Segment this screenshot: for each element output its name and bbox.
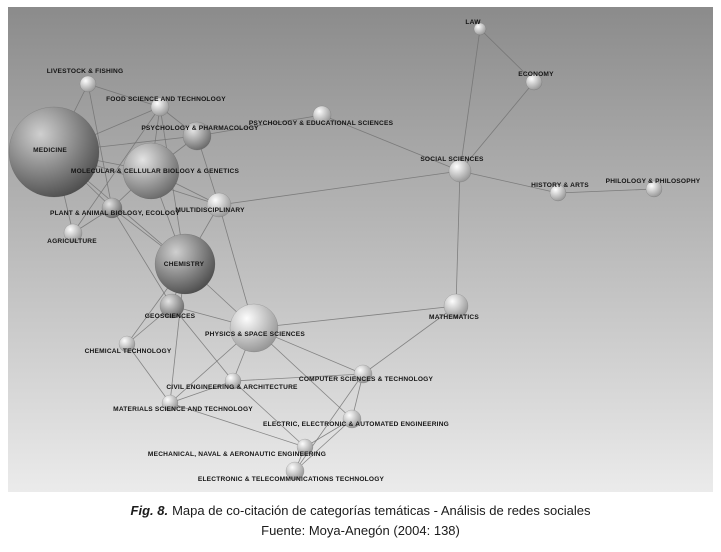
network-node-agri	[63, 223, 83, 243]
network-node-electric	[342, 409, 362, 429]
network-node-plant	[101, 197, 123, 219]
node-label-law: LAW	[465, 19, 481, 26]
network-edge-civil-materials	[169, 380, 234, 404]
network-edge-electric-mechanical	[304, 418, 353, 448]
network-edge-civil-computer	[232, 373, 364, 382]
node-label-mechanical: MECHANICAL, NAVAL & AERONAUTIC ENGINEERI…	[148, 451, 326, 458]
network-edge-plant-geo	[111, 207, 173, 307]
node-label-physics: PHYSICS & SPACE SCIENCES	[205, 331, 305, 338]
network-node-civil	[224, 372, 242, 390]
node-label-civil: CIVIL ENGINEERING & ARCHITECTURE	[166, 384, 298, 391]
network-edge-materials-mechanical	[169, 402, 306, 448]
network-background	[8, 7, 713, 492]
node-label-geo: GEOSCIENCES	[145, 313, 196, 320]
network-edge-social-law	[459, 28, 481, 172]
network-edge-physics-math	[253, 305, 457, 329]
node-label-math: MATHEMATICS	[429, 314, 479, 321]
node-label-telecom: ELECTRONIC & TELECOMMUNICATIONS TECHNOLO…	[198, 476, 385, 483]
network-node-social	[448, 159, 472, 183]
node-label-livestock: LIVESTOCK & FISHING	[47, 68, 124, 75]
node-label-molbio: MOLECULAR & CELLULAR BIOLOGY & GENETICS	[71, 168, 240, 175]
network-node-mechanical	[296, 438, 314, 456]
labels-layer: MEDICINE CHEMISTRY MOLECULAR & CELLULAR BI…	[33, 19, 701, 483]
caption-source: Fuente: Moya-Anegón (2004: 138)	[261, 523, 460, 538]
network-edge-electric-telecom	[294, 418, 353, 472]
network-edge-social-economy	[459, 81, 535, 172]
network-edge-psychpharm-psyedu	[196, 114, 323, 137]
network-node-psyedu	[312, 105, 332, 125]
network-node-economy	[525, 73, 543, 91]
node-label-history: HISTORY & ARTS	[531, 182, 589, 189]
figure-caption: Fig. 8.Mapa de co-citación de categorías…	[0, 501, 721, 541]
network-node-math	[443, 293, 469, 319]
node-label-chemtech: CHEMICAL TECHNOLOGY	[85, 348, 172, 355]
network-node-philology	[645, 180, 663, 198]
network-node-food	[150, 97, 170, 117]
network-node-physics	[229, 303, 279, 353]
network-node-chemtech	[118, 335, 136, 353]
network-edge-law-economy	[479, 28, 535, 83]
node-label-multi: MULTIDISCIPLINARY	[175, 207, 245, 214]
network-edge-geo-civil	[171, 305, 234, 382]
node-label-food: FOOD SCIENCE AND TECHNOLOGY	[106, 96, 226, 103]
network-edge-multi-social	[218, 170, 461, 206]
node-label-philology: PHILOLOGY & PHILOSOPHY	[606, 178, 701, 185]
node-label-economy: ECONOMY	[518, 71, 554, 78]
node-label-agri: AGRICULTURE	[47, 238, 97, 245]
network-edge-food-agri	[72, 106, 161, 234]
network-node-telecom	[285, 461, 305, 481]
network-edge-psyedu-social	[321, 114, 461, 172]
node-label-materials: MATERIALS SCIENCE AND TECHNOLOGY	[113, 406, 253, 413]
network-edge-livestock-plant	[87, 83, 113, 209]
node-label-plant: PLANT & ANIMAL BIOLOGY, ECOLOGY	[50, 210, 180, 217]
network-node-livestock	[79, 75, 97, 93]
caption-title-line: Fig. 8.Mapa de co-citación de categorías…	[0, 501, 721, 521]
network-edge-civil-mechanical	[232, 380, 306, 448]
network-node-computer	[353, 364, 373, 384]
network-node-geo	[159, 293, 185, 319]
node-label-electric: ELECTRIC, ELECTRONIC & AUTOMATED ENGINEE…	[263, 421, 449, 428]
network-node-multi	[206, 192, 232, 218]
node-label-medicine: MEDICINE	[33, 147, 67, 154]
network-node-chem	[154, 233, 216, 295]
cocitation-network-map: MEDICINE CHEMISTRY MOLECULAR & CELLULAR BI…	[8, 7, 713, 492]
network-node-materials	[161, 394, 179, 412]
network-node-psychpharm	[182, 121, 212, 151]
network-node-medicine	[8, 106, 100, 198]
network-edge-livestock-food	[87, 83, 161, 108]
node-label-psychpharm: PSYCHOLOGY & PHARMACOLOGY	[141, 125, 259, 132]
caption-title: Mapa de co-citación de categorías temáti…	[172, 503, 591, 518]
network-node-history	[549, 184, 567, 202]
network-edge-history-philology	[557, 188, 655, 194]
node-label-chem: CHEMISTRY	[164, 261, 205, 268]
network-node-law	[473, 22, 487, 36]
network-node-molbio	[122, 142, 180, 200]
node-label-computer: COMPUTER SCIENCES & TECHNOLOGY	[299, 376, 434, 383]
network-edge-social-history	[459, 170, 559, 194]
network-edge-computer-math	[362, 305, 457, 375]
node-label-psyedu: PSYCHOLOGY & EDUCATIONAL SCIENCES	[249, 120, 394, 127]
nodes-layer	[8, 22, 663, 481]
network-edge-math-social	[455, 170, 461, 307]
node-label-social: SOCIAL SCIENCES	[420, 156, 484, 163]
caption-figure-number: Fig. 8.	[130, 503, 169, 518]
network-edge-chemtech-materials	[126, 343, 171, 404]
